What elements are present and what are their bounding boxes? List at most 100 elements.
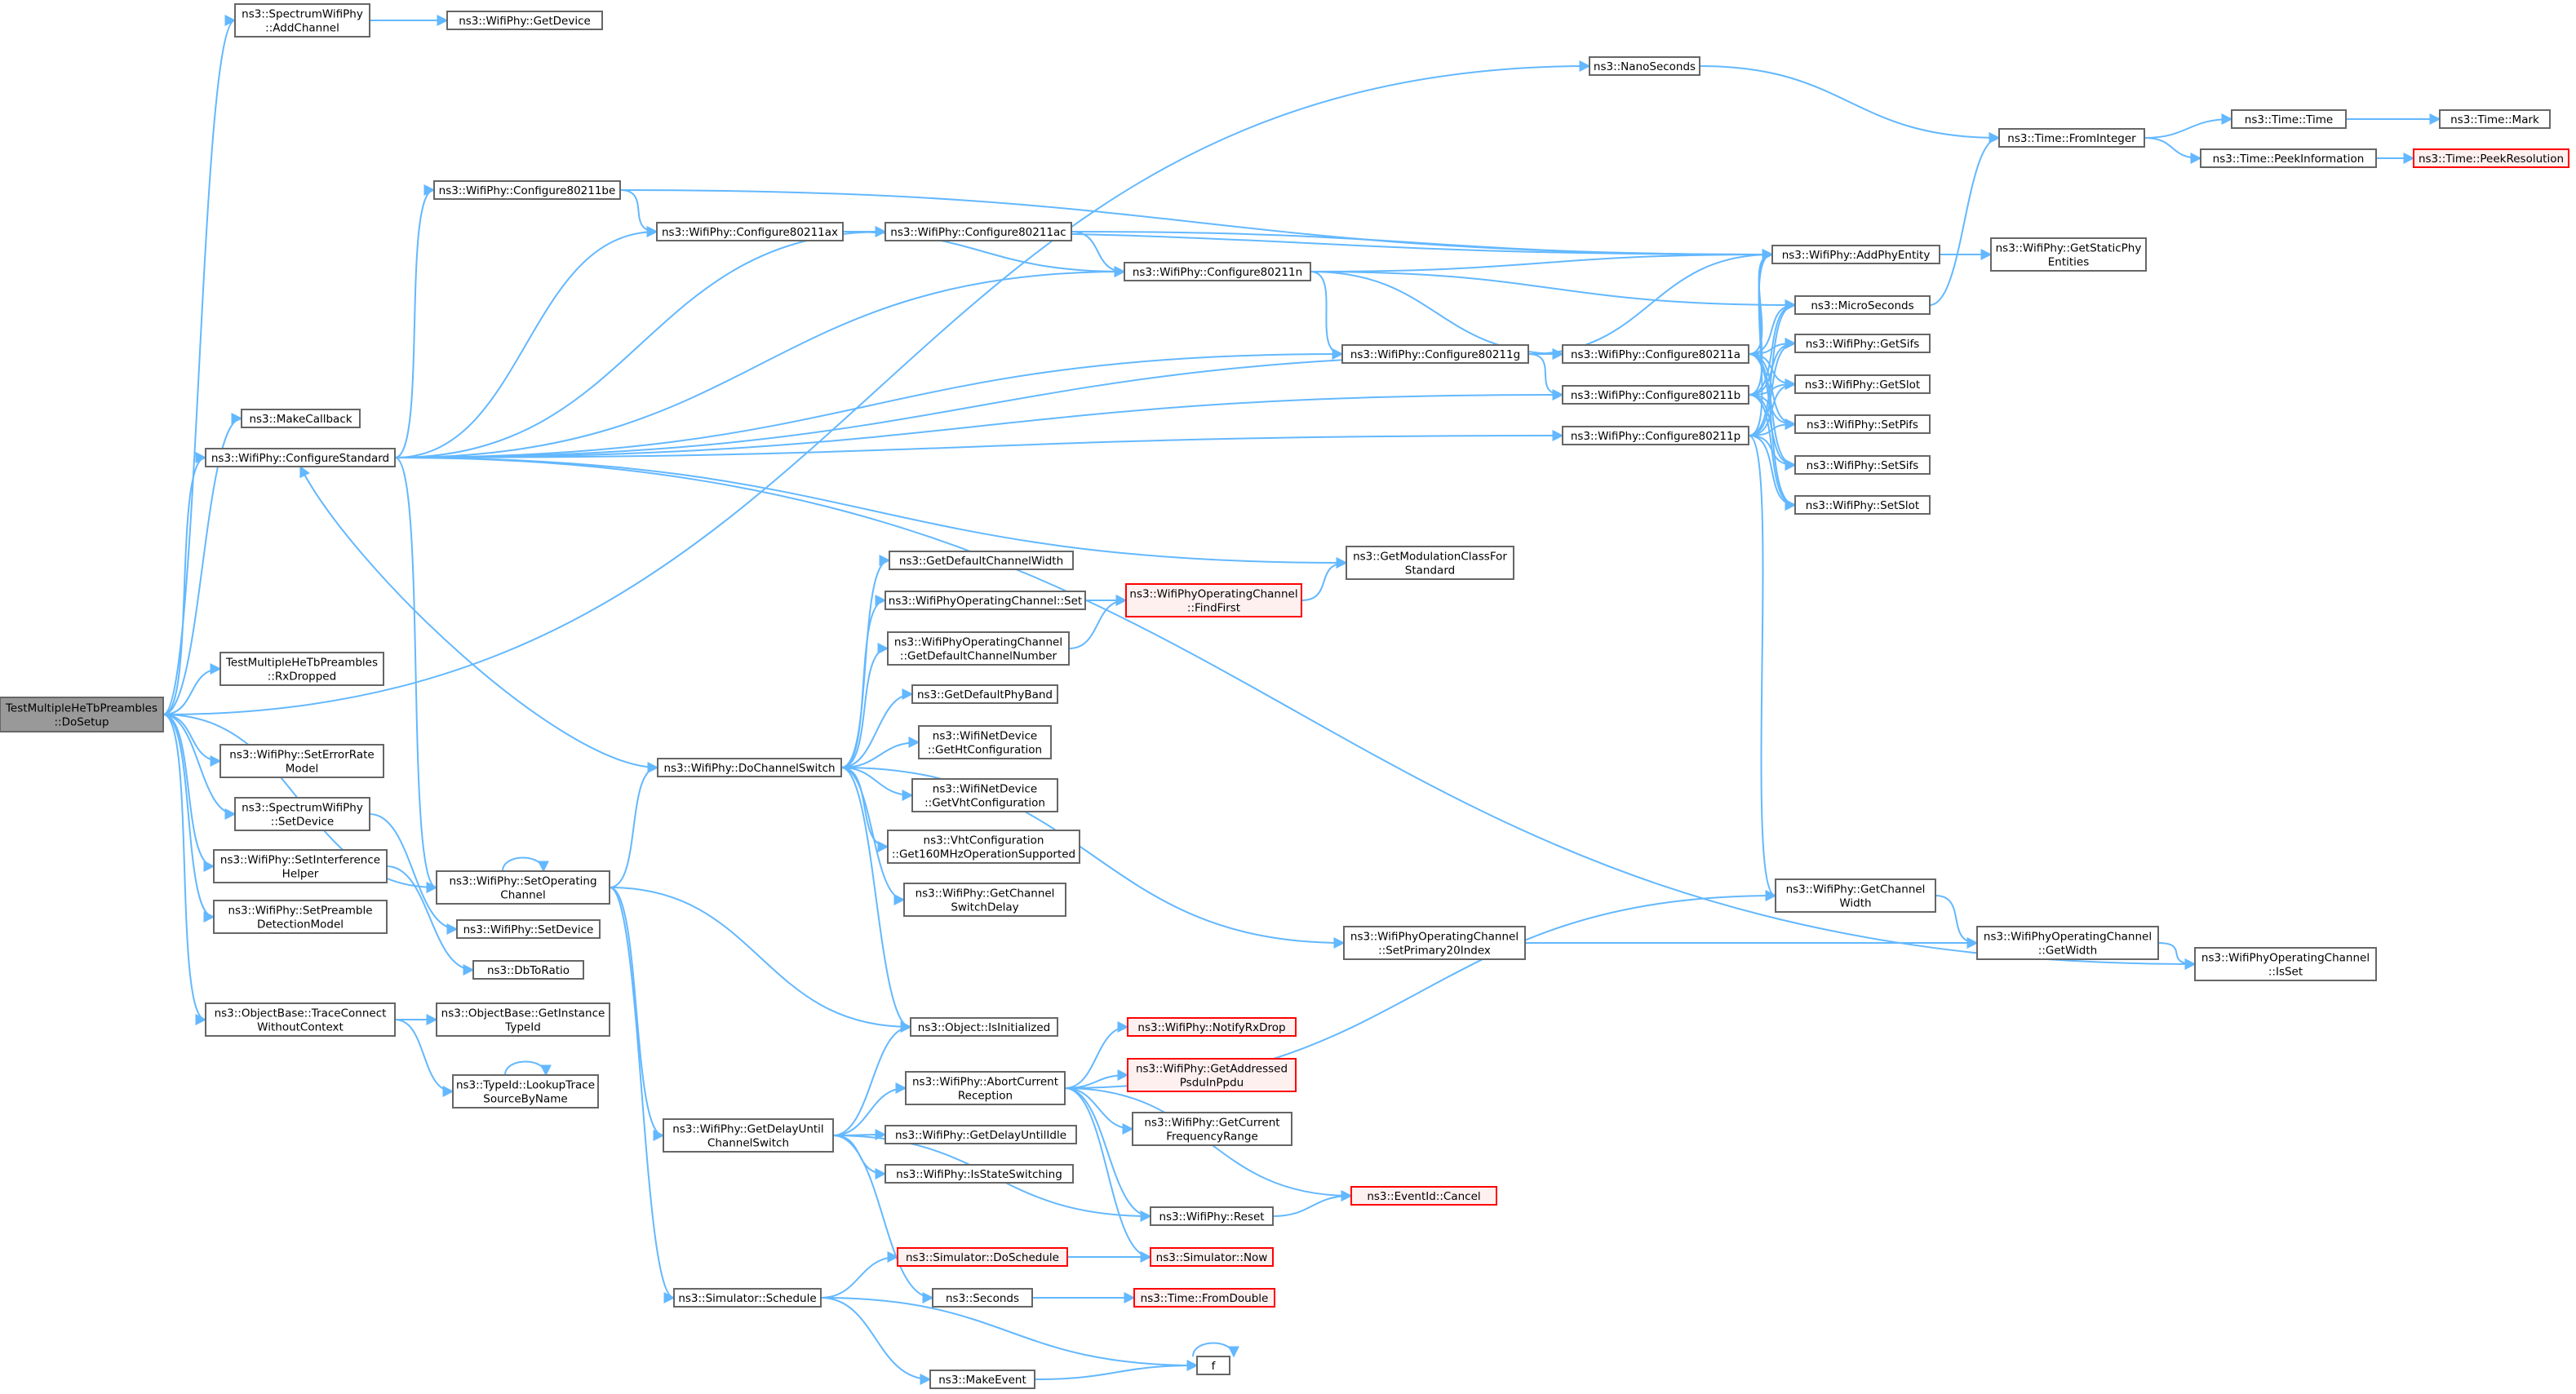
- function-node-getdelayidle[interactable]: ns3::WifiPhy::GetDelayUntilIdle: [885, 1125, 1077, 1144]
- function-node-gethtcfg[interactable]: ns3::WifiNetDevice::GetHtConfiguration: [918, 725, 1052, 759]
- function-node-isstatesw[interactable]: ns3::WifiPhy::IsStateSwitching: [885, 1164, 1074, 1184]
- function-node-f[interactable]: f: [1196, 1356, 1230, 1375]
- function-node-nanosec[interactable]: ns3::NanoSeconds: [1589, 56, 1700, 76]
- function-node-cfg_g[interactable]: ns3::WifiPhy::Configure80211g: [1341, 344, 1529, 364]
- function-node-label: ::FindFirst: [1187, 602, 1240, 615]
- function-node-seconds[interactable]: ns3::Seconds: [932, 1288, 1033, 1308]
- function-node-cfg_p[interactable]: ns3::WifiPhy::Configure80211p: [1562, 426, 1749, 445]
- function-node-box: [1150, 1247, 1274, 1267]
- function-node-timetime[interactable]: ns3::Time::Time: [2231, 109, 2347, 129]
- function-node-getsifs[interactable]: ns3::WifiPhy::GetSifs: [1794, 334, 1931, 353]
- call-edge-dochsw-to-gethtcfg: [840, 737, 920, 768]
- function-node-cfg_be[interactable]: ns3::WifiPhy::Configure80211be: [433, 180, 621, 200]
- function-node-traceconnect[interactable]: ns3::ObjectBase::TraceConnectWithoutCont…: [205, 1002, 396, 1037]
- function-node-box: [1976, 926, 2159, 960]
- function-node-doschedule[interactable]: ns3::Simulator::DoSchedule: [897, 1247, 1068, 1267]
- call-edge-abortrx-to-notifyrxdrop: [1064, 1021, 1129, 1089]
- function-node-addphy[interactable]: ns3::WifiPhy::AddPhyEntity: [1771, 245, 1940, 264]
- call-edge-root-to-setdevspec: [162, 714, 237, 820]
- function-node-setslot[interactable]: ns3::WifiPhy::SetSlot: [1794, 495, 1931, 515]
- function-node-label: ns3::WifiPhy::Configure80211g: [1350, 348, 1520, 361]
- function-node-setprim20[interactable]: ns3::WifiPhyOperatingChannel::SetPrimary…: [1343, 926, 1526, 960]
- function-node-root[interactable]: TestMultipleHeTbPreambles::DoSetup: [0, 697, 164, 732]
- function-node-vht160[interactable]: ns3::VhtConfiguration::Get160MHzOperatio…: [887, 830, 1080, 864]
- function-node-label: Entities: [2048, 256, 2090, 269]
- function-node-frominteger[interactable]: ns3::Time::FromInteger: [1998, 128, 2145, 148]
- function-node-cfgstd[interactable]: ns3::WifiPhy::ConfigureStandard: [205, 448, 396, 467]
- function-node-getslot[interactable]: ns3::WifiPhy::GetSlot: [1794, 374, 1931, 394]
- function-node-schedule[interactable]: ns3::Simulator::Schedule: [673, 1288, 822, 1308]
- call-edge-setopch-to-dochsw: [609, 762, 659, 888]
- call-edge-cfgstd-to-cfg_p: [394, 430, 1564, 458]
- function-node-cfg_ac[interactable]: ns3::WifiPhy::Configure80211ac: [885, 222, 1072, 241]
- call-edge-cfgstd-to-cfg_ax: [394, 226, 658, 458]
- function-node-label: Standard: [1405, 564, 1455, 578]
- call-edge-setinterf-to-dbtoratio: [386, 865, 475, 976]
- function-node-getwidth[interactable]: ns3::WifiPhyOperatingChannel::GetWidth: [1976, 926, 2159, 960]
- function-node-makecb[interactable]: ns3::MakeCallback: [241, 409, 361, 428]
- function-node-simnow[interactable]: ns3::Simulator::Now: [1150, 1247, 1274, 1267]
- function-node-timemark[interactable]: ns3::Time::Mark: [2439, 109, 2551, 129]
- function-node-getdefband[interactable]: ns3::GetDefaultPhyBand: [911, 684, 1058, 704]
- function-node-label: ns3::Simulator::Schedule: [678, 1292, 816, 1305]
- function-node-peekres[interactable]: ns3::Time::PeekResolution: [2413, 148, 2569, 168]
- function-node-box: [1794, 334, 1931, 353]
- function-node-makeevent[interactable]: ns3::MakeEvent: [929, 1370, 1035, 1389]
- function-node-label: ns3::WifiPhy::GetDelayUntil: [672, 1123, 823, 1136]
- function-node-setsifs[interactable]: ns3::WifiPhy::SetSifs: [1794, 455, 1931, 475]
- function-node-label: ns3::Time::FromInteger: [2007, 132, 2136, 145]
- function-node-label: ns3::EventId::Cancel: [1367, 1190, 1480, 1203]
- function-node-cfg_a[interactable]: ns3::WifiPhy::Configure80211a: [1562, 344, 1749, 364]
- function-node-notifyrxdrop[interactable]: ns3::WifiPhy::NotifyRxDrop: [1127, 1017, 1297, 1037]
- function-node-cfg_b[interactable]: ns3::WifiPhy::Configure80211b: [1562, 385, 1749, 405]
- function-node-addchan[interactable]: ns3::SpectrumWifiPhy::AddChannel: [234, 3, 370, 38]
- function-node-evcancel[interactable]: ns3::EventId::Cancel: [1350, 1186, 1497, 1206]
- function-node-getdevice[interactable]: ns3::WifiPhy::GetDevice: [446, 11, 603, 30]
- function-node-label: ::GetWidth: [2038, 945, 2097, 958]
- function-node-fromdouble[interactable]: ns3::Time::FromDouble: [1133, 1288, 1275, 1308]
- function-node-setdevice[interactable]: ns3::WifiPhy::SetDevice: [456, 919, 601, 939]
- call-edge-frominteger-to-timetime: [2144, 113, 2233, 139]
- function-node-label: ns3::Time::Time: [2245, 113, 2333, 126]
- function-node-cfg_n[interactable]: ns3::WifiPhy::Configure80211n: [1124, 262, 1311, 281]
- function-node-box: [436, 1002, 610, 1037]
- call-edge-cfg_p-to-setslot: [1748, 435, 1797, 511]
- function-node-peekinfo[interactable]: ns3::Time::PeekInformation: [2200, 148, 2377, 168]
- function-node-label: ns3::WifiPhy::SetOperating: [449, 875, 596, 888]
- function-node-box: [905, 1071, 1066, 1105]
- call-edge-root-to-makecb: [162, 413, 243, 715]
- function-node-rxdropped[interactable]: TestMultipleHeTbPreambles::RxDropped: [219, 652, 384, 686]
- function-node-getdefcw[interactable]: ns3::GetDefaultChannelWidth: [889, 551, 1074, 570]
- function-node-label: Channel: [500, 889, 545, 902]
- function-node-microsec[interactable]: ns3::MicroSeconds: [1794, 295, 1931, 315]
- function-node-findfirst[interactable]: ns3::WifiPhyOperatingChannel::FindFirst: [1125, 583, 1302, 617]
- function-node-dbtoratio[interactable]: ns3::DbToRatio: [472, 960, 584, 980]
- function-node-isset[interactable]: ns3::WifiPhyOperatingChannel::IsSet: [2194, 947, 2377, 981]
- function-node-isinit[interactable]: ns3::Object::IsInitialized: [910, 1017, 1058, 1037]
- call-edge-cfg_ac-to-addphy: [1071, 231, 1774, 260]
- function-node-setpifs[interactable]: ns3::WifiPhy::SetPifs: [1794, 414, 1931, 434]
- function-node-dochsw[interactable]: ns3::WifiPhy::DoChannelSwitch: [657, 758, 842, 777]
- function-node-opchset[interactable]: ns3::WifiPhyOperatingChannel::Set: [885, 591, 1086, 610]
- function-node-reset[interactable]: ns3::WifiPhy::Reset: [1150, 1206, 1274, 1226]
- function-node-box: [2200, 148, 2377, 168]
- function-node-setdevspec[interactable]: ns3::SpectrumWifiPhy::SetDevice: [234, 797, 370, 831]
- function-node-cfg_ax[interactable]: ns3::WifiPhy::Configure80211ax: [656, 222, 844, 241]
- function-node-label: ns3::WifiPhy::Configure80211b: [1571, 389, 1740, 402]
- function-node-getvhtcfg[interactable]: ns3::WifiNetDevice::GetVhtConfiguration: [911, 778, 1058, 812]
- function-node-getdefchnum[interactable]: ns3::WifiPhyOperatingChannel::GetDefault…: [887, 631, 1070, 666]
